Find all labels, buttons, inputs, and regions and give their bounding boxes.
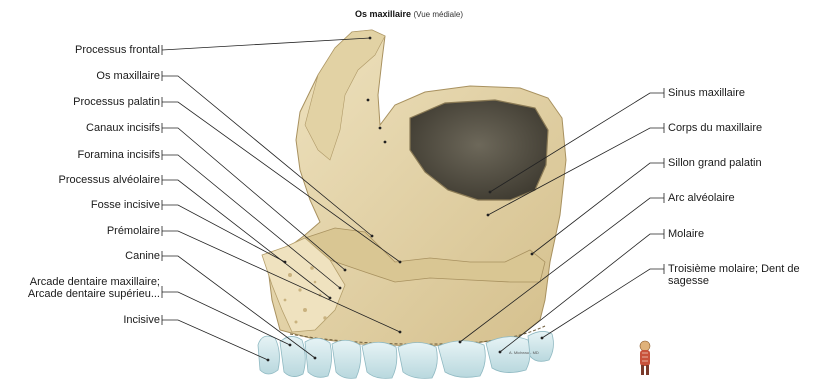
label-processus-frontal: Processus frontal <box>75 44 160 56</box>
label-premolaire: Prémolaire <box>107 225 160 237</box>
label-arc-alveolaire: Arc alvéolaire <box>668 192 735 204</box>
title-main: Os maxillaire <box>355 9 411 19</box>
leader-fosse <box>162 200 285 262</box>
label-processus-alveolaire: Processus alvéolaire <box>59 174 161 186</box>
leader-incisive <box>162 315 268 360</box>
label-troisieme-molaire-line2: sagesse <box>668 275 709 287</box>
label-troisieme-molaire-line1: Troisième molaire; Dent de <box>668 263 800 275</box>
label-fosse-incisive: Fosse incisive <box>91 199 160 211</box>
image-credit: A. Micheau - MD <box>509 350 539 355</box>
anatomy-figure-icon <box>640 341 650 375</box>
label-sillon-grand-palatin: Sillon grand palatin <box>668 157 762 169</box>
label-os-maxillaire: Os maxillaire <box>96 70 160 82</box>
label-canine: Canine <box>125 250 160 262</box>
title-subtitle: (Vue médiale) <box>414 10 464 19</box>
label-corps-du-maxillaire: Corps du maxillaire <box>668 122 762 134</box>
label-sinus-maxillaire: Sinus maxillaire <box>668 87 745 99</box>
label-foramina-incisifs: Foramina incisifs <box>77 149 160 161</box>
label-canaux-incisifs: Canaux incisifs <box>86 122 160 134</box>
diagram-title: Os maxillaire (Vue médiale) <box>0 9 818 19</box>
label-processus-palatin: Processus palatin <box>73 96 160 108</box>
label-molaire: Molaire <box>668 228 704 240</box>
leader-troisieme <box>542 264 664 338</box>
label-arcade-line2: Arcade dentaire supérieu... <box>28 288 160 300</box>
leader-arcade <box>162 286 290 345</box>
label-incisive: Incisive <box>123 314 160 326</box>
label-arcade-line1: Arcade dentaire maxillaire; <box>30 276 160 288</box>
